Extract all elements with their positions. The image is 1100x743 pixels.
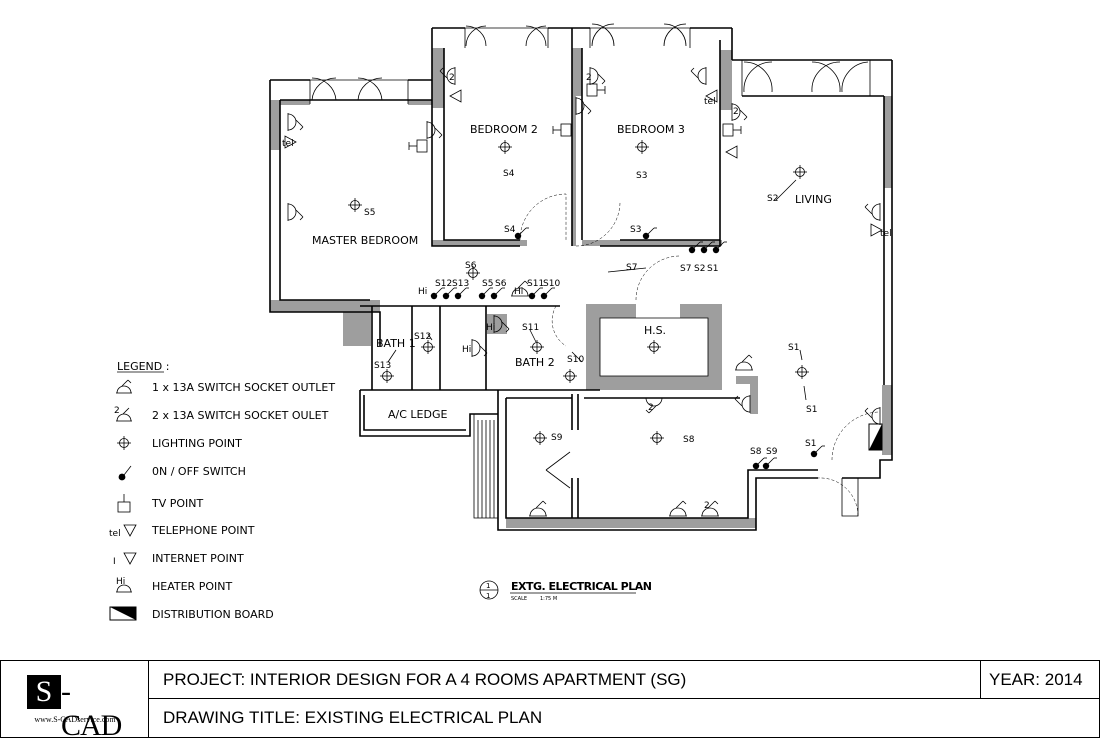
caption-scale-label: SCALE (511, 596, 527, 602)
switch-label: S7 (680, 264, 691, 274)
caption-scale-value: 1:75 M (540, 596, 557, 602)
logo-url: www.S-CADservice.com (34, 715, 116, 724)
plan-caption: 1 1 EXTG. ELECTRICAL PLAN SCALE 1:75 M (479, 580, 652, 602)
caption-title: EXTG. ELECTRICAL PLAN (511, 580, 652, 593)
caption-number: 1 (486, 592, 490, 600)
switch-label: S12 (414, 332, 431, 342)
room-label-bedroom3: BEDROOM 3 (617, 123, 685, 136)
switch-label: S13 (452, 279, 469, 289)
switch-icon (118, 465, 132, 481)
heater-mark: Hi (116, 577, 125, 587)
tel-mark: tel (109, 529, 121, 539)
switch-label: S1 (707, 264, 718, 274)
heater-mark: Hi (514, 287, 523, 297)
switch-label: S4 (503, 169, 515, 179)
legend-label: DISTRIBUTION BOARD (152, 608, 274, 621)
walls (270, 48, 892, 528)
twin-mark: 2 (449, 73, 455, 83)
logo-cell: S -CAD www.S-CADservice.com (1, 661, 149, 742)
switch-label: S9 (551, 433, 563, 443)
logo-s: S (27, 675, 61, 709)
switch-label: S4 (504, 225, 516, 235)
legend-label: LIGHTING POINT (152, 437, 242, 450)
twin-mark: 2 (114, 406, 120, 416)
heater-mark: Hi (462, 345, 471, 355)
switch-label: S8 (683, 435, 695, 445)
year: YEAR: 2014 (981, 661, 1099, 699)
legend-label: HEATER POINT (152, 580, 232, 593)
tel-mark: tel (704, 97, 716, 107)
wall-outlines (269, 27, 893, 531)
twin-mark: 2 (733, 107, 739, 117)
tel-mark: tel (880, 229, 892, 239)
tel-mark: tel (282, 139, 294, 149)
switch-label: S6 (495, 279, 507, 289)
caption-number: 1 (486, 582, 490, 590)
switch-label: S12 (435, 279, 452, 289)
telephone-point-icon (123, 524, 137, 537)
room-labels: BEDROOM 2 BEDROOM 3 LIVING MASTER BEDROO… (312, 123, 832, 421)
switch-label: S13 (374, 361, 391, 371)
inet-mark: I (113, 557, 116, 567)
room-label-master-bedroom: MASTER BEDROOM (312, 234, 418, 247)
room-label-bedroom2: BEDROOM 2 (470, 123, 538, 136)
socket-outlets (287, 66, 881, 517)
switch-label: S11 (527, 279, 544, 289)
legend-label: TELEPHONE POINT (151, 524, 255, 537)
switch-label: S2 (767, 194, 778, 204)
switch-label: S5 (482, 279, 493, 289)
logo-cad: -CAD (61, 675, 122, 742)
room-label-hs: H.S. (644, 324, 666, 337)
windows (309, 23, 871, 104)
switch-label: S1 (806, 405, 817, 415)
twin-socket-icon (116, 407, 132, 422)
project-title: PROJECT: INTERIOR DESIGN FOR A 4 ROOMS A… (149, 661, 981, 699)
legend: LEGEND : 1 x 13A SWITCH SOCKET OUTLET 2 … (109, 360, 335, 621)
distribution-board (868, 423, 883, 451)
switch-label: S1 (788, 343, 799, 353)
distribution-board-icon (109, 606, 137, 621)
room-label-ac-ledge: A/C LEDGE (388, 408, 447, 421)
electrical-floor-plan: tel 2 2 tel 2 tel 2 2 Hi Hi Hi Hi BEDROO… (109, 23, 893, 621)
internet-point-icon (123, 552, 137, 565)
switch-label: S10 (567, 355, 584, 365)
heater-mark: Hi (418, 287, 427, 297)
room-label-bath1: BATH 1 (376, 337, 416, 350)
tv-point-icon (117, 494, 131, 513)
lighting-point-icon (117, 436, 131, 450)
switch-label: S5 (364, 208, 375, 218)
switch-label: S7 (626, 263, 637, 273)
room-label-living: LIVING (795, 193, 832, 206)
heater-mark: Hi (486, 323, 495, 333)
symbol-marks: tel 2 2 tel 2 tel 2 2 Hi Hi Hi Hi (282, 73, 892, 511)
switch-label: S10 (543, 279, 560, 289)
switch-label: S1 (805, 439, 816, 449)
drawing-title: DRAWING TITLE: EXISTING ELECTRICAL PLAN (163, 708, 543, 727)
switch-label: S11 (522, 323, 539, 333)
switch-label: S3 (630, 225, 641, 235)
room-label-bath2: BATH 2 (515, 356, 555, 369)
twin-mark: 2 (704, 501, 710, 511)
switch-label: S9 (766, 447, 778, 457)
legend-label: 1 x 13A SWITCH SOCKET OUTLET (152, 381, 335, 394)
switch-label: S2 (694, 264, 705, 274)
twin-mark: 2 (586, 73, 592, 83)
switch-labels: S4 S3 S5 S2 S4 S3 S7 S2 S1 S7 S6 S12 S13… (364, 169, 817, 457)
legend-label: INTERNET POINT (152, 552, 244, 565)
legend-heading: LEGEND : (117, 360, 169, 373)
title-block: S -CAD www.S-CADservice.com PROJECT: INT… (0, 660, 1100, 742)
door-swings (519, 193, 881, 517)
switch-label: S8 (750, 447, 762, 457)
legend-label: TV POINT (151, 497, 204, 510)
heater-point-icon (116, 584, 132, 593)
switches (387, 179, 826, 470)
s-cad-logo: S -CAD (27, 675, 122, 742)
single-socket-icon (116, 379, 132, 394)
twin-mark: 2 (648, 403, 654, 413)
switch-label: S3 (636, 171, 647, 181)
switch-label: S6 (465, 261, 477, 271)
legend-label: 0N / OFF SWITCH (152, 465, 246, 478)
legend-label: 2 x 13A SWITCH SOCKET OULET (152, 409, 329, 422)
